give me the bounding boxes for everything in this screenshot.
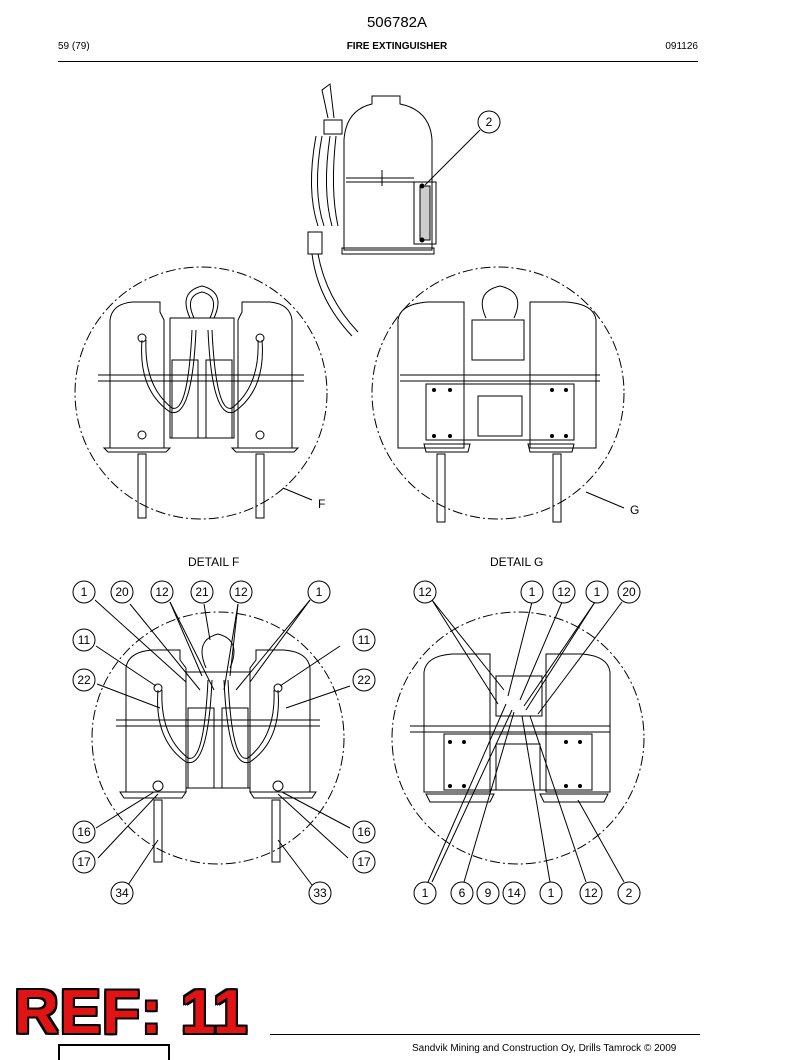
leader-lines [94,129,625,886]
header-rule [58,61,698,62]
svg-text:2: 2 [626,886,633,900]
callout-bubble: 9 [476,881,500,905]
page-number: 59 (79) [58,41,90,52]
callout-bubble: 22 [352,668,376,692]
svg-text:1: 1 [422,886,429,900]
svg-text:16: 16 [357,825,371,839]
side-view [307,83,437,337]
callout-bubble: 1 [413,881,437,905]
footer-copyright: Sandvik Mining and Construction Oy, Dril… [412,1043,677,1054]
svg-text:17: 17 [357,855,371,869]
svg-text:12: 12 [234,585,248,599]
callout-bubble: 34 [110,881,134,905]
callout-bubble: 11 [352,628,376,652]
page-title: FIRE EXTINGUISHER [346,41,448,52]
view-g-marker: G [630,503,639,517]
callout-bubble: 22 [72,668,96,692]
callout-bubble: 11 [72,628,96,652]
callout-bubble: 1 [585,580,609,604]
callout-bubble: 12 [150,580,174,604]
svg-text:33: 33 [313,886,327,900]
callouts: 2 1 20 12 21 12 1 11 11 22 22 16 16 17 1… [72,110,641,905]
svg-text:9: 9 [485,886,492,900]
view-g [371,266,625,523]
svg-text:20: 20 [115,585,129,599]
svg-text:12: 12 [418,585,432,599]
svg-text:1: 1 [316,585,323,599]
callout-bubble: 16 [72,820,96,844]
svg-text:34: 34 [115,886,129,900]
document-code: 506782A [366,14,428,31]
footer-rule [270,1034,700,1035]
svg-text:2: 2 [486,115,493,129]
detail-g-drawing [391,611,645,865]
svg-text:22: 22 [357,673,371,687]
detail-f-title: DETAIL F [188,555,239,569]
view-f [74,266,328,520]
callout-bubble: 17 [72,850,96,874]
svg-text:12: 12 [155,585,169,599]
callout-bubble: 20 [110,580,134,604]
svg-text:11: 11 [78,633,91,647]
callout-bubble: 12 [552,580,576,604]
callout-bubble: 6 [450,881,474,905]
svg-text:20: 20 [622,585,636,599]
callout-bubble: 1 [520,580,544,604]
svg-text:22: 22 [77,673,91,687]
view-f-marker: F [318,497,325,511]
callout-bubble: 1 [539,881,563,905]
callout-bubble: 1 [72,580,96,604]
svg-text:1: 1 [81,585,88,599]
svg-text:16: 16 [77,825,91,839]
svg-text:6: 6 [459,886,466,900]
svg-text:1: 1 [548,886,555,900]
callout-bubble: 21 [190,580,214,604]
date-code: 091126 [665,41,698,52]
callout-bubble: 12 [579,881,603,905]
callout-bubble: 20 [617,580,641,604]
svg-text:17: 17 [77,855,91,869]
svg-text:12: 12 [557,585,571,599]
callout-bubble: 14 [502,881,526,905]
callout-bubble: 12 [413,580,437,604]
svg-text:21: 21 [195,585,209,599]
svg-text:14: 14 [507,886,521,900]
callout-bubble: 1 [307,580,331,604]
callout-bubble: 17 [352,850,376,874]
ref-stamp: REF: 11 [14,978,249,1047]
svg-text:11: 11 [358,633,371,647]
detail-f-drawing [91,611,345,865]
detail-g-title: DETAIL G [490,555,543,569]
callout-bubble: 16 [352,820,376,844]
callout-bubble: 12 [229,580,253,604]
svg-text:1: 1 [529,585,536,599]
callout-bubble: 2 [477,110,501,134]
callout-bubble: 2 [617,881,641,905]
callout-bubble: 33 [308,881,332,905]
svg-text:1: 1 [594,585,601,599]
svg-text:12: 12 [584,886,598,900]
footer-logo-box [58,1044,170,1060]
